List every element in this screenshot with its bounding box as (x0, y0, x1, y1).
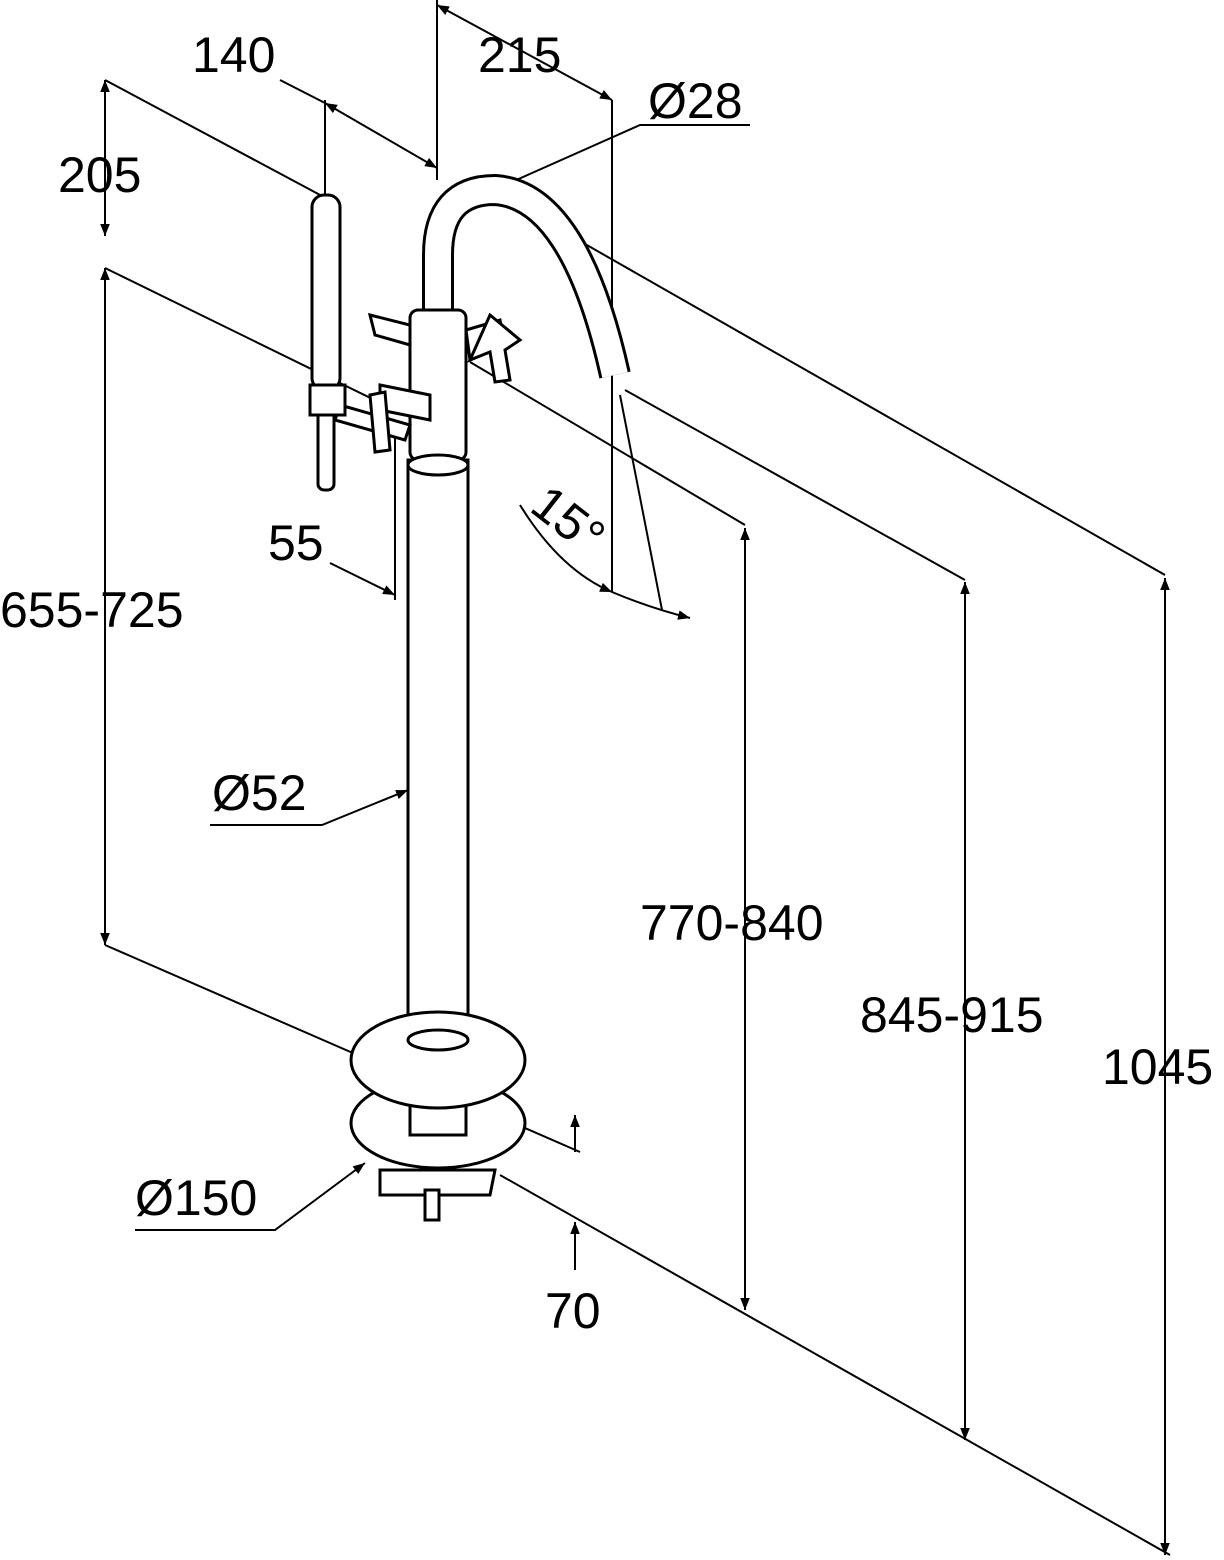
dim-770-840: 770-840 (640, 895, 824, 951)
hand-shower (308, 193, 347, 492)
dim-140: 140 (192, 27, 275, 83)
base-leader (135, 1162, 366, 1231)
dim-70: 70 (545, 1283, 601, 1339)
faucet-body (333, 173, 631, 1222)
left-dimension-lines (100, 79, 581, 1153)
dim-base-diameter: Ø150 (135, 1170, 257, 1226)
dim-205: 205 (58, 147, 141, 203)
dim-pipe-diameter: Ø52 (212, 765, 307, 821)
dim-55: 55 (268, 515, 324, 571)
dim-845-915: 845-915 (860, 987, 1044, 1043)
dim-spout-diameter: Ø28 (648, 73, 743, 129)
dim-15-degrees: 15° (521, 475, 615, 566)
angle-dimension (329, 394, 691, 620)
dim-1045: 1045 (1102, 1039, 1213, 1095)
right-dimension-lines (469, 207, 1171, 1556)
pipe-leader (210, 789, 409, 826)
dim-215: 215 (478, 27, 561, 83)
dim-655-725: 655-725 (0, 582, 184, 638)
